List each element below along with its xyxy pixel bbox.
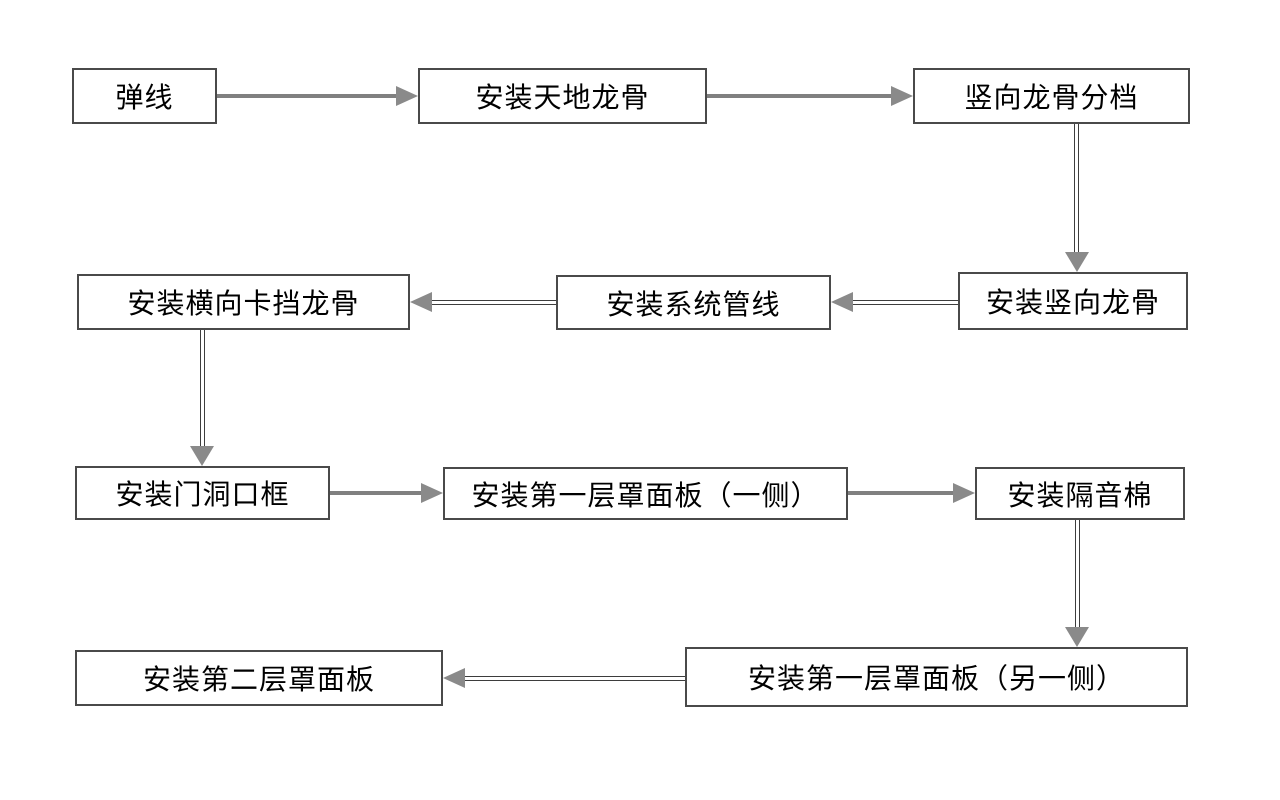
edge-4-arrowhead-left-icon	[831, 292, 853, 312]
edge-3-arrowhead-down-icon	[1065, 252, 1089, 272]
flow-node-snap-line: 弹线	[72, 68, 217, 124]
flow-node-install-horizontal-blocking-keel: 安装横向卡挡龙骨	[77, 274, 410, 330]
node-label: 安装系统管线	[606, 288, 781, 320]
edge-1-line	[217, 94, 398, 98]
edge-8-line	[848, 491, 955, 495]
edge-10-line	[463, 676, 685, 681]
node-label: 安装门洞口框	[115, 479, 290, 510]
node-label: 安装天地龙骨	[475, 82, 650, 113]
flow-node-install-first-layer-panel-one-side: 安装第一层罩面板（一侧）	[443, 467, 848, 520]
node-label: 安装竖向龙骨	[985, 287, 1160, 318]
flow-node-install-second-layer-panel: 安装第二层罩面板	[75, 650, 443, 706]
edge-6-line	[200, 330, 205, 448]
edge-4-line	[851, 300, 958, 305]
edge-1-arrowhead-right-icon	[396, 86, 418, 106]
flow-node-install-system-pipelines: 安装系统管线	[556, 275, 831, 330]
edge-9-arrowhead-down-icon	[1065, 627, 1089, 647]
edge-2-arrowhead-right-icon	[891, 86, 913, 106]
flow-node-install-top-bottom-keel: 安装天地龙骨	[418, 68, 707, 124]
node-label: 安装第二层罩面板	[142, 664, 375, 695]
flow-node-install-sound-insulation: 安装隔音棉	[975, 467, 1185, 520]
flow-node-install-vertical-keel: 安装竖向龙骨	[958, 272, 1188, 330]
node-label: 安装横向卡挡龙骨	[127, 288, 360, 319]
edge-10-arrowhead-left-icon	[443, 668, 465, 688]
node-label: 竖向龙骨分档	[964, 82, 1139, 113]
node-label: 弹线	[115, 82, 174, 113]
edge-9-line	[1075, 520, 1080, 629]
edge-2-line	[707, 94, 893, 98]
edge-5-line	[430, 300, 556, 305]
flow-node-install-first-layer-panel-other-side: 安装第一层罩面板（另一侧）	[685, 647, 1188, 707]
edge-8-arrowhead-right-icon	[953, 483, 975, 503]
edge-5-arrowhead-left-icon	[410, 292, 432, 312]
flow-node-vertical-keel-spacing: 竖向龙骨分档	[913, 68, 1190, 124]
edge-6-arrowhead-down-icon	[190, 446, 214, 466]
edge-7-arrowhead-right-icon	[421, 483, 443, 503]
edge-3-line	[1074, 124, 1079, 254]
edge-7-line	[330, 491, 423, 495]
node-label: 安装第一层罩面板（一侧）	[471, 479, 820, 511]
node-label: 安装第一层罩面板（另一侧）	[747, 663, 1125, 694]
node-label: 安装隔音棉	[1007, 479, 1153, 511]
flow-node-install-door-opening-frame: 安装门洞口框	[75, 466, 330, 520]
